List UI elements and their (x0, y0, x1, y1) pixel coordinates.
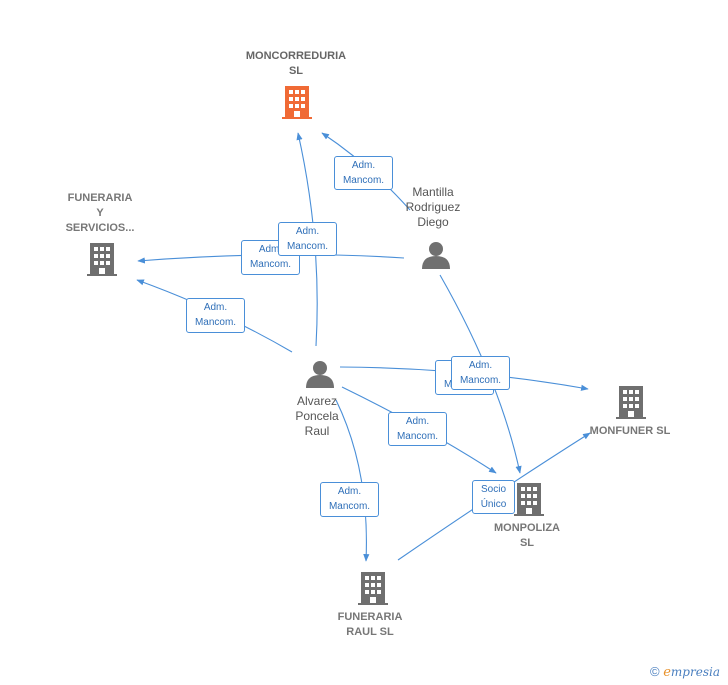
person-icon-mantilla (422, 242, 450, 269)
edge-label-socio-unico[interactable]: Socio Único (472, 480, 515, 514)
company-label-moncorreduria[interactable]: MONCORREDURIA SL (226, 49, 366, 79)
edge-label-line2: Mancom. (249, 259, 292, 270)
company-label-funeraria-servicios[interactable]: FUNERARIA Y SERVICIOS... (50, 191, 150, 236)
edge-label-alvarez-monpoliza[interactable]: Adm. Mancom. (388, 412, 447, 446)
building-icon-funeraria-servicios (87, 243, 117, 276)
person-name-line2: Rodriguez (405, 200, 461, 214)
edge-label-line2: Mancom. (342, 175, 385, 186)
edge-label-line2: Mancom. (286, 241, 329, 252)
company-name-line3: SERVICIOS... (65, 222, 135, 234)
person-name-line1: Mantilla (412, 185, 454, 199)
edge-label-line1: Adm. (295, 226, 320, 237)
building-icon-funeraria-raul (358, 572, 388, 605)
company-name-line2: Y (96, 207, 104, 219)
edge-label-line2: Único (480, 499, 507, 510)
edge-label-line1: Adm. (468, 360, 493, 371)
company-label-monfuner[interactable]: MONFUNER SL (578, 424, 682, 439)
edge-label-alvarez-funeraria[interactable]: Adm. Mancom. (186, 298, 245, 333)
brand-logo-text: mpresia (670, 665, 720, 679)
person-label-mantilla[interactable]: Mantilla Rodriguez Diego (393, 185, 473, 230)
edge-label-line2: Mancom. (396, 431, 439, 442)
edge-label-line2: Mancom. (328, 501, 371, 512)
edge-label-line1: Socio (480, 484, 506, 495)
company-name-line1: FUNERARIA (337, 611, 403, 623)
company-name-line2: SL (288, 65, 304, 77)
company-name-line1: MONPOLIZA (494, 522, 560, 534)
company-label-funeraria-raul[interactable]: FUNERARIA RAUL SL (320, 610, 420, 640)
building-icon-monpoliza (514, 483, 544, 516)
person-name-line3: Raul (304, 424, 330, 438)
company-name-line1: MONCORREDURIA (245, 50, 347, 62)
edge-label-line1: Adm. (258, 244, 283, 255)
edge-label-alvarez-funeraria-raul[interactable]: Adm. Mancom. (320, 482, 379, 517)
person-name-line3: Diego (417, 215, 449, 229)
company-name-line2: RAUL SL (346, 626, 394, 638)
company-name-line1: MONFUNER SL (589, 425, 671, 437)
company-name-line2: SL (519, 537, 535, 549)
edge-label-line1: Adm. (405, 416, 430, 427)
edge-label-mantilla-monfuner[interactable]: Adm. Mancom. (451, 356, 510, 390)
company-name-line1: FUNERARIA (67, 192, 133, 204)
brand-footer[interactable]: © empresia (650, 664, 720, 680)
brand-logo-letter: e (663, 665, 671, 680)
edge-label-mantilla-moncorreduria[interactable]: Adm. Mancom. (334, 156, 393, 190)
company-label-monpoliza[interactable]: MONPOLIZA SL (482, 521, 572, 551)
person-name-line1: Alvarez (296, 394, 337, 408)
edge-label-alvarez-moncorreduria[interactable]: Adm. Mancom. (278, 222, 337, 256)
edge-label-line2: Mancom. (194, 317, 237, 328)
person-label-alvarez[interactable]: Alvarez Poncela Raul (277, 394, 357, 439)
edge-label-line2: Mancom. (459, 375, 502, 386)
edge-label-line1: Adm. (337, 486, 362, 497)
building-icon-moncorreduria (282, 86, 312, 119)
edge-alvarez-funeraria-raul (335, 399, 370, 562)
edge-label-line1: Adm. (351, 160, 376, 171)
edge-label-line1: Adm. (203, 302, 228, 313)
person-name-line2: Poncela (295, 409, 339, 423)
building-icon-monfuner (616, 386, 646, 419)
copyright-icon: © (650, 664, 660, 679)
person-icon-alvarez (306, 361, 334, 388)
